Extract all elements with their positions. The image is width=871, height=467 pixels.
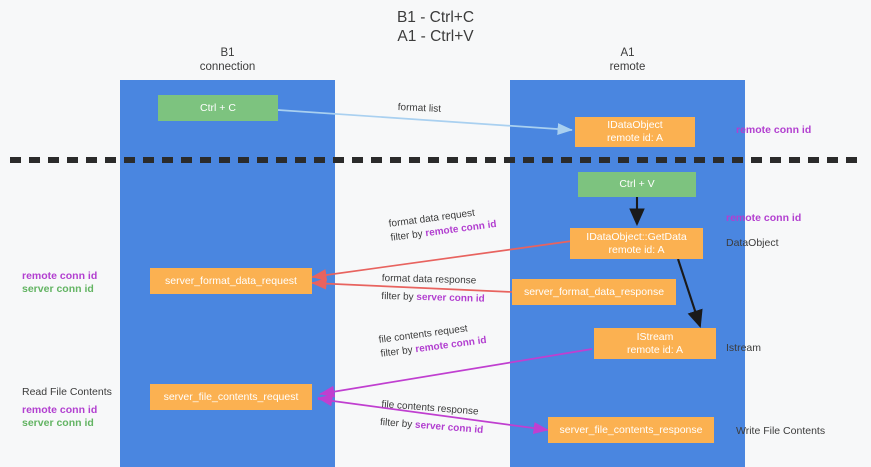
box-server-format-data-response[interactable]: server_format_data_response	[512, 279, 676, 305]
box-getdata-line1: IDataObject::GetData	[586, 230, 687, 243]
box-idataobject-line1: IDataObject	[607, 119, 663, 131]
connector-file-contents-request	[319, 348, 593, 398]
edge-label-fdresp-filter-prefix: filter by	[381, 290, 417, 303]
edge-label-format-list: format list	[397, 101, 442, 115]
box-istream-line2: remote id: A	[626, 343, 684, 356]
edge-label-fdr-filter-prefix: filter by	[389, 228, 427, 244]
label-left-server-conn-id-mid: server conn id	[22, 283, 94, 295]
box-idataobject-line2: remote id: A	[606, 132, 664, 144]
lane-header-a1-name: A1	[620, 47, 635, 59]
box-server-file-contents-response[interactable]: server_file_contents_response	[548, 417, 714, 443]
box-ctrl-v[interactable]: Ctrl + V	[578, 172, 696, 197]
box-idataobject[interactable]: IDataObject remote id: A	[575, 117, 695, 147]
box-server-file-contents-request-label: server_file_contents_request	[163, 390, 299, 403]
title-line-2: A1 - Ctrl+V	[397, 28, 474, 45]
label-left-server-conn-id-bottom: server conn id	[22, 417, 94, 429]
lane-header-b1: B1 connection	[120, 46, 335, 74]
connector-getdata-istream	[677, 258, 703, 328]
label-right-write-file-contents: Write File Contents	[736, 425, 826, 437]
section-divider	[10, 157, 861, 163]
edge-label-fcresp-filter-prefix: filter by	[379, 416, 416, 431]
box-server-format-data-request-label: server_format_data_request	[165, 274, 297, 287]
box-server-file-contents-response-label: server_file_contents_response	[559, 423, 703, 436]
box-ctrl-v-label: Ctrl + V	[619, 178, 655, 190]
box-server-format-data-response-label: server_format_data_response	[523, 285, 665, 298]
label-right-dataobject: DataObject	[726, 237, 779, 249]
label-left-remote-conn-id-mid: remote conn id	[22, 270, 98, 282]
edge-label-fcr-filter-prefix: filter by	[379, 344, 417, 360]
page-title: B1 - Ctrl+C A1 - Ctrl+V	[0, 8, 871, 46]
lane-header-a1-role: remote	[609, 61, 646, 73]
lane-header-a1: A1 remote	[510, 46, 745, 74]
box-istream-line1: IStream	[636, 330, 674, 343]
lane-header-b1-name: B1	[220, 47, 235, 59]
box-getdata-line2: remote id: A	[608, 243, 665, 256]
box-istream[interactable]: IStream remote id: A	[594, 328, 716, 359]
connector-file-contents-response	[317, 398, 549, 434]
box-idataobject-getdata[interactable]: IDataObject::GetData remote id: A	[570, 228, 703, 259]
lane-header-b1-role: connection	[199, 61, 256, 73]
box-ctrl-c-label: Ctrl + C	[200, 101, 236, 114]
connector-format-data-response	[311, 277, 513, 293]
label-right-remote-conn-id-top: remote conn id	[736, 124, 812, 136]
box-server-format-data-request[interactable]: server_format_data_request	[150, 268, 312, 294]
edge-label-fdresp-filter-key: server conn id	[416, 291, 485, 305]
label-right-istream: Istream	[726, 342, 762, 354]
label-right-remote-conn-id-mid: remote conn id	[726, 212, 802, 224]
connector-format-data-request	[311, 240, 573, 281]
box-server-file-contents-request[interactable]: server_file_contents_request	[150, 384, 312, 410]
title-line-1: B1 - Ctrl+C	[396, 9, 475, 26]
box-ctrl-c[interactable]: Ctrl + C	[158, 95, 278, 121]
connector-format-list	[277, 109, 573, 135]
connector-file-contents-response-head	[317, 394, 334, 407]
label-left-read-file-contents: Read File Contents	[22, 386, 112, 398]
label-left-remote-conn-id-bottom: remote conn id	[22, 404, 98, 416]
edge-label-format-data-response: format data response filter by server co…	[381, 272, 485, 307]
edge-label-format-data-response-text: format data response	[381, 272, 477, 287]
